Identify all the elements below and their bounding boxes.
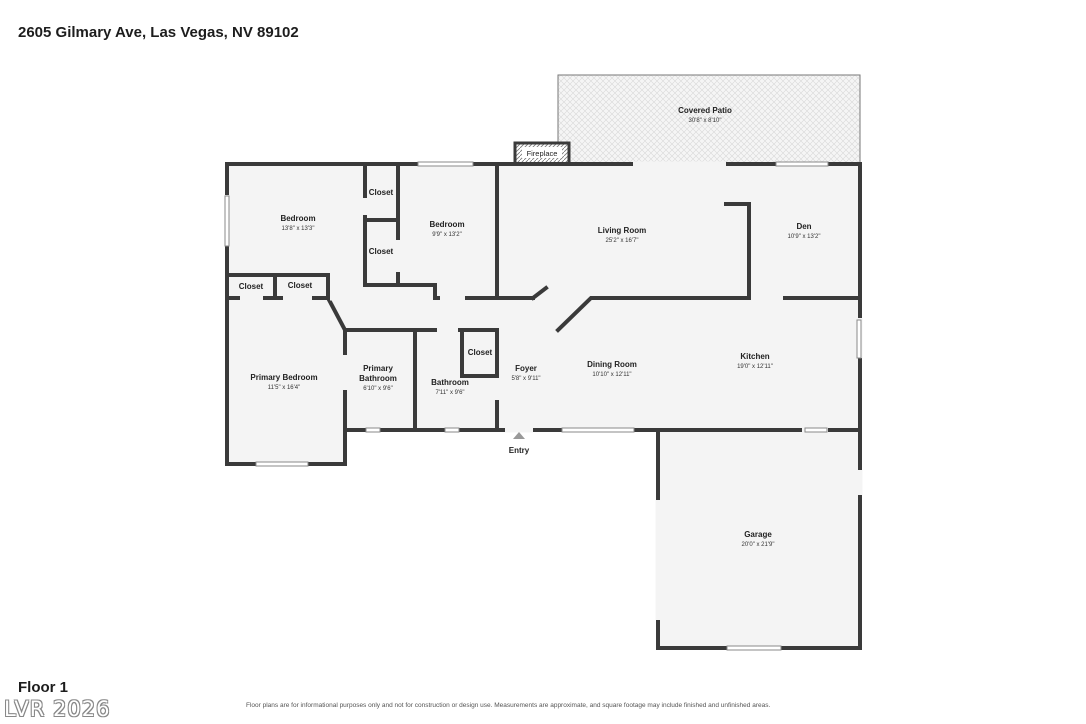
kitchen-name: Kitchen <box>740 352 769 361</box>
foyer-dims: 5'8" x 9'11" <box>511 376 540 382</box>
walls <box>225 162 862 650</box>
room-labels: Covered Patio 30'8" x 8'10" Bedroom 13'8… <box>239 106 821 548</box>
watermark: LVR 2026 <box>4 697 111 721</box>
windows <box>224 161 862 651</box>
closet-2-name: Closet <box>369 247 394 256</box>
floor-fill <box>227 164 860 648</box>
living-room-dims: 25'2" x 16'7" <box>606 238 639 244</box>
closet-5-name: Closet <box>468 348 493 357</box>
foyer-name: Foyer <box>515 364 537 373</box>
bathroom-name: Bathroom <box>431 378 469 387</box>
garage-name: Garage <box>744 530 772 539</box>
bathroom-dims: 7'11" x 9'6" <box>435 390 464 396</box>
covered-patio-area <box>557 74 861 165</box>
primary-bathroom-name-2: Bathroom <box>359 374 397 383</box>
bedroom-1-name: Bedroom <box>280 214 315 223</box>
living-room-name: Living Room <box>598 226 646 235</box>
primary-bedroom-dims: 11'5" x 16'4" <box>268 385 300 391</box>
primary-bedroom-name: Primary Bedroom <box>250 373 317 382</box>
property-address: 2605 Gilmary Ave, Las Vegas, NV 89102 <box>18 24 299 41</box>
kitchen-dims: 19'0" x 12'11" <box>737 364 773 370</box>
entry-arrow-icon <box>513 432 525 439</box>
bedroom-1-dims: 13'8" x 13'3" <box>282 226 315 232</box>
dining-room-name: Dining Room <box>587 360 637 369</box>
covered-patio-dims: 30'8" x 8'10" <box>689 118 722 124</box>
closet-1-name: Closet <box>369 188 394 197</box>
bedroom-2-dims: 9'9" x 13'2" <box>432 232 462 238</box>
garage-dims: 20'0" x 21'9" <box>742 542 775 548</box>
fireplace-label: Fireplace <box>527 149 558 158</box>
floor-label: Floor 1 <box>18 679 69 696</box>
disclaimer-text: Floor plans are for informational purpos… <box>246 702 771 709</box>
den-dims: 10'9" x 13'2" <box>788 234 821 240</box>
primary-bathroom-name: Primary <box>363 364 393 373</box>
closet-3-name: Closet <box>239 282 264 291</box>
entry-label: Entry <box>509 446 530 455</box>
dining-room-dims: 10'10" x 12'11" <box>592 372 631 378</box>
closet-4-name: Closet <box>288 281 313 290</box>
den-name: Den <box>796 222 811 231</box>
covered-patio-name: Covered Patio <box>678 106 732 115</box>
bedroom-2-name: Bedroom <box>429 220 464 229</box>
primary-bathroom-dims: 6'10" x 9'6" <box>363 386 393 392</box>
